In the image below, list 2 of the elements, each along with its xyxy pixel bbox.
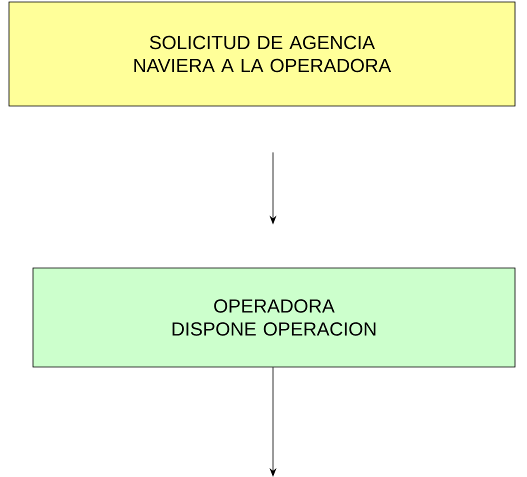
process-box: SOLICITUD DE AGENCIA NAVIERA A LA OPERADORA — [8, 2, 516, 106]
process-box: OPERADORA DISPONE OPERACION — [32, 268, 516, 368]
